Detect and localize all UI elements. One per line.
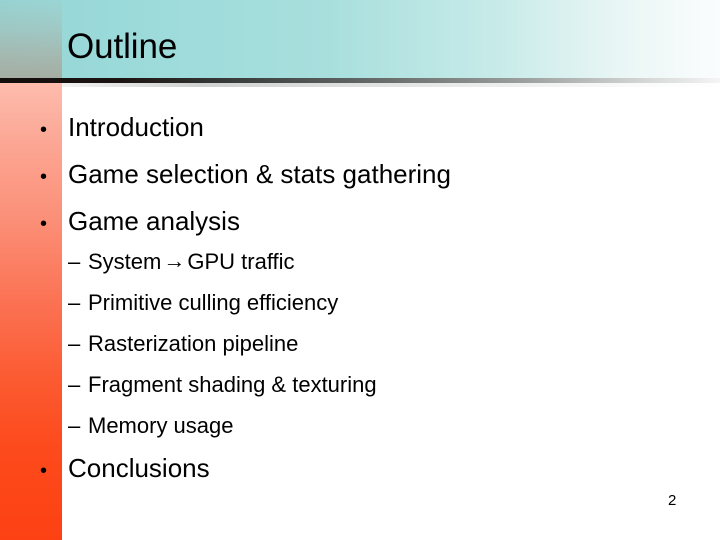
bullet-icon: •	[40, 166, 48, 188]
slide-body: • Introduction • Game selection & stats …	[0, 83, 720, 540]
sidebar-color-bar	[0, 83, 62, 540]
page-number: 2	[668, 492, 677, 509]
page-title: Outline	[67, 27, 178, 66]
list-item-label: Conclusions	[68, 453, 210, 483]
sub-list-item-label-after: GPU traffic	[187, 249, 295, 274]
sub-list-item-label: Primitive culling efficiency	[88, 290, 339, 315]
bullet-icon: •	[40, 119, 48, 141]
bullet-icon: •	[40, 460, 48, 482]
dash-icon: –	[68, 249, 81, 274]
header-divider-shadow	[0, 83, 720, 87]
sub-list-item: – Fragment shading & texturing	[68, 372, 377, 398]
sub-list-item: – Primitive culling efficiency	[68, 290, 338, 316]
bullet-icon: •	[40, 213, 48, 235]
list-item-label: Game selection & stats gathering	[68, 159, 451, 189]
list-item: • Conclusions	[40, 453, 210, 486]
sub-list-item-label: Rasterization pipeline	[88, 331, 299, 356]
arrow-right-icon: →	[163, 248, 186, 273]
list-item: • Game selection & stats gathering	[40, 159, 451, 192]
header-left-accent-block	[0, 0, 62, 78]
list-item: • Game analysis	[40, 206, 240, 239]
list-item: • Introduction	[40, 112, 204, 145]
list-item-label: Introduction	[68, 112, 204, 142]
dash-icon: –	[68, 331, 81, 356]
sub-list-item: – Memory usage	[68, 413, 234, 439]
slide-header-band	[0, 0, 720, 78]
header-divider-line	[0, 78, 720, 83]
dash-icon: –	[68, 290, 81, 315]
dash-icon: –	[68, 413, 81, 438]
sub-list-item-label: Memory usage	[88, 413, 234, 438]
sub-list-item: – System → GPU traffic	[68, 248, 295, 275]
list-item-label: Game analysis	[68, 206, 240, 236]
sub-list-item: – Rasterization pipeline	[68, 331, 298, 357]
dash-icon: –	[68, 372, 81, 397]
sub-list-item-label-before: System	[88, 249, 162, 274]
sub-list-item-label: Fragment shading & texturing	[88, 372, 377, 397]
